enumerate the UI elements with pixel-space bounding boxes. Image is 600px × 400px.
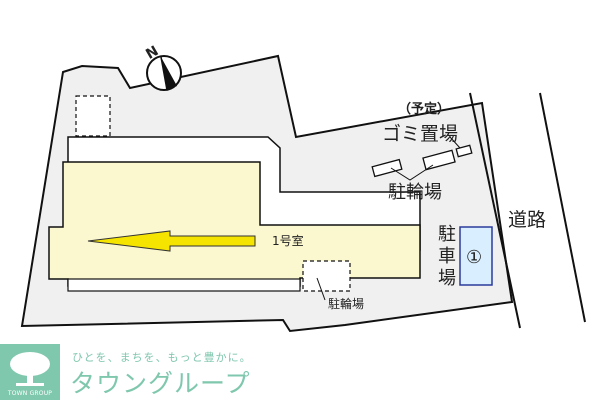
road-line-right (539, 92, 586, 323)
parking-label-2: 車 (438, 246, 456, 267)
lower-walkway (67, 278, 301, 292)
parking-space-1[interactable] (459, 226, 493, 286)
planned-label: （予定） (398, 101, 450, 117)
direction-arrow[interactable] (87, 230, 256, 252)
town-group-logo: TOWN GROUP (0, 344, 60, 400)
room-label: 1号室 (272, 233, 304, 248)
parking-number: ① (466, 247, 482, 268)
brand-name: タウングループ (70, 369, 251, 398)
garbage-area-label: ゴミ置場 (382, 123, 458, 145)
logo-text: TOWN GROUP (7, 390, 53, 397)
road-line-left (469, 92, 521, 329)
bicycle-parking-label-top: 駐輪場 (388, 182, 442, 203)
north-compass-icon: N (143, 43, 182, 91)
parking-label-3: 場 (438, 268, 456, 289)
parking-label-1: 駐 (438, 224, 456, 245)
bicycle-parking-label-bottom: 駐輪場 (328, 296, 364, 311)
road-label: 道路 (508, 209, 546, 231)
dashed-box-top-left (75, 95, 111, 137)
tree-icon (10, 352, 50, 386)
bicycle-parking-box-bottom (302, 260, 351, 292)
bicycle-box-2 (422, 149, 456, 171)
garbage-box (455, 144, 473, 158)
bicycle-box-1 (371, 158, 403, 178)
tagline: ひとを、まちを、もっと豊かに。 (72, 351, 252, 364)
